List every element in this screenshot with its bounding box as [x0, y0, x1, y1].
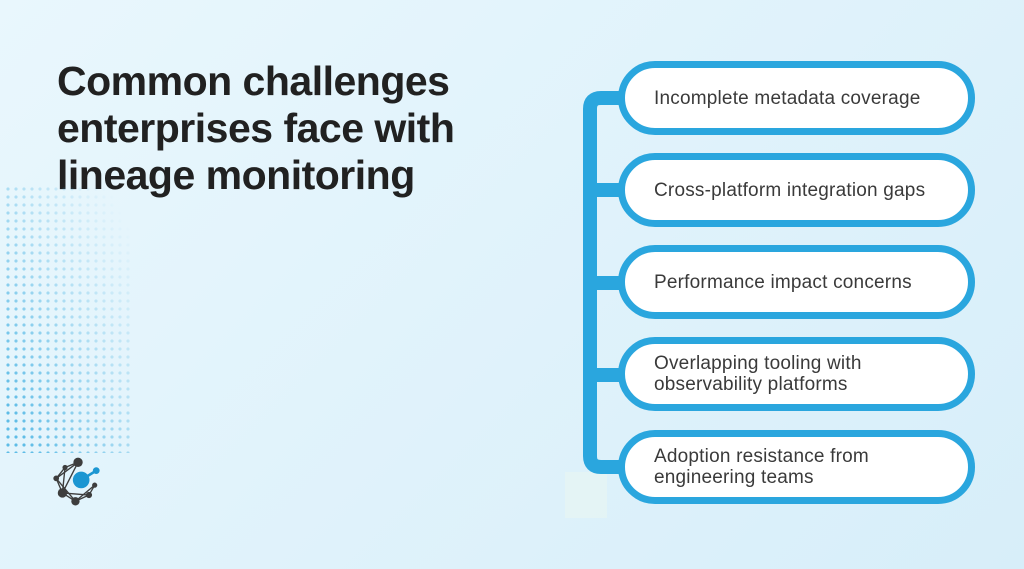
challenge-item-label: Performance impact concerns — [654, 271, 912, 293]
page-title: Common challenges enterprises face with … — [57, 58, 455, 198]
challenge-item: Performance impact concerns — [618, 245, 975, 319]
dot-pattern-decoration — [2, 183, 130, 453]
challenge-item: Overlapping tooling with observability p… — [618, 337, 975, 411]
challenge-item-label: Cross-platform integration gaps — [654, 179, 926, 201]
challenge-item-label: Overlapping tooling with observability p… — [654, 353, 862, 395]
challenge-item: Incomplete metadata coverage — [618, 61, 975, 135]
challenge-item-label: Incomplete metadata coverage — [654, 87, 921, 109]
challenge-item: Adoption resistance from engineering tea… — [618, 430, 975, 504]
network-graph-logo-icon — [53, 457, 100, 506]
challenge-item: Cross-platform integration gaps — [618, 153, 975, 227]
challenge-item-label: Adoption resistance from engineering tea… — [654, 446, 869, 488]
faint-square-decoration — [565, 472, 607, 518]
